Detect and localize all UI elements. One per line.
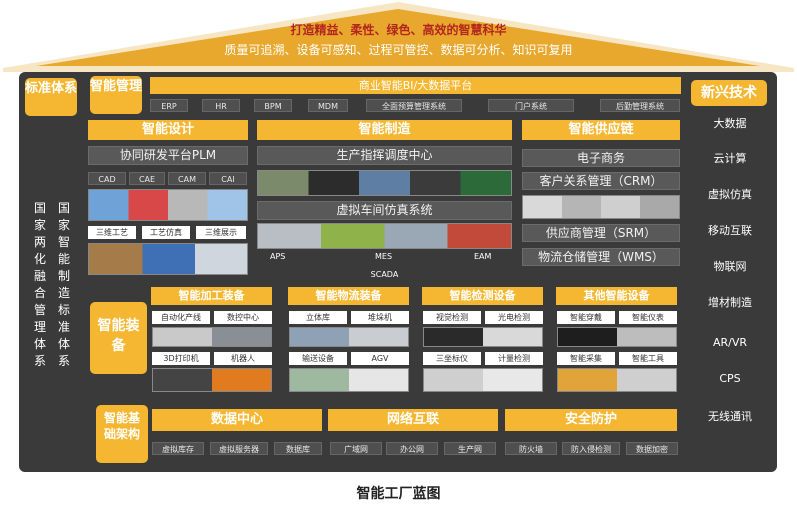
tech-mobile: 移动互联 bbox=[708, 224, 752, 237]
equip-processing-images-2 bbox=[152, 368, 272, 392]
equip-agv: AGV bbox=[351, 352, 409, 365]
equip-3d-printer: 3D打印机 bbox=[152, 352, 210, 365]
tool-cae: CAE bbox=[129, 172, 165, 185]
vision-title: 打造精益、柔性、绿色、高效的智慧科华 bbox=[290, 23, 507, 37]
manufacturing-title: 智能制造 bbox=[257, 120, 512, 140]
design-title: 智能设计 bbox=[88, 120, 248, 140]
design-process-sim: 工艺仿真 bbox=[142, 226, 190, 239]
equipment-label: 智能装备 bbox=[90, 302, 147, 374]
tech-virtual-sim: 虚拟仿真 bbox=[708, 188, 752, 201]
tech-big-data: 大数据 bbox=[713, 117, 747, 130]
infra-data-center: 数据中心 bbox=[152, 409, 322, 431]
equip-other-images-2 bbox=[557, 368, 677, 392]
infra-intrusion-detection: 防入侵检测 bbox=[562, 442, 620, 455]
command-center: 生产指挥调度中心 bbox=[257, 146, 512, 165]
standard-system-label: 标准体系 bbox=[25, 78, 77, 116]
system-erp: ERP bbox=[150, 99, 188, 112]
emerging-tech-title: 新兴技术 bbox=[691, 80, 767, 106]
supply-srm: 供应商管理（SRM） bbox=[522, 224, 680, 242]
equip-inspection-images-1 bbox=[423, 327, 543, 347]
supply-ecommerce: 电子商务 bbox=[522, 149, 680, 167]
equip-other-images-1 bbox=[557, 327, 677, 347]
infra-data-encryption: 数据加密 bbox=[626, 442, 678, 455]
infra-firewall: 防火墙 bbox=[505, 442, 557, 455]
equip-auto-line: 自动化产线 bbox=[152, 311, 210, 324]
tool-cad: CAD bbox=[88, 172, 126, 185]
plm-platform: 协同研发平台PLM bbox=[88, 146, 248, 165]
workshop-sim-images bbox=[257, 223, 512, 249]
virtual-workshop-sim: 虚拟车间仿真系统 bbox=[257, 201, 512, 220]
management-label: 智能管理 bbox=[90, 76, 142, 114]
command-center-screens bbox=[257, 170, 512, 196]
tool-cai: CAI bbox=[209, 172, 247, 185]
equip-optical-inspection: 光电检测 bbox=[485, 311, 543, 324]
infra-production-net: 生产网 bbox=[444, 442, 496, 455]
system-logistics-admin: 后勤管理系统 bbox=[600, 99, 680, 112]
system-portal: 门户系统 bbox=[488, 99, 574, 112]
infra-security: 安全防护 bbox=[505, 409, 677, 431]
supply-chain-title: 智能供应链 bbox=[522, 120, 680, 140]
blueprint-caption: 智能工厂蓝图 bbox=[356, 486, 441, 502]
equip-inspection-images-2 bbox=[423, 368, 543, 392]
scada-label: SCADA bbox=[370, 270, 399, 279]
supply-crm: 客户关系管理（CRM） bbox=[522, 172, 680, 190]
mes-label: MES bbox=[375, 252, 393, 261]
tech-cloud: 云计算 bbox=[713, 152, 747, 165]
equip-cnc-center: 数控中心 bbox=[214, 311, 272, 324]
system-hr: HR bbox=[202, 99, 240, 112]
infra-wan: 广域网 bbox=[330, 442, 382, 455]
tech-ar-vr: AR/VR bbox=[712, 336, 748, 349]
equip-conveyor: 输送设备 bbox=[289, 352, 347, 365]
equipment-group-processing: 智能加工装备 bbox=[151, 287, 272, 305]
design-images-row2 bbox=[88, 243, 248, 275]
tech-iot: 物联网 bbox=[713, 260, 747, 273]
infra-office-net: 办公网 bbox=[386, 442, 438, 455]
infra-virtual-storage: 虚拟库存 bbox=[152, 442, 204, 455]
equip-visual-inspection: 视觉检测 bbox=[423, 311, 481, 324]
infra-database: 数据库 bbox=[274, 442, 322, 455]
infrastructure-label: 智能基础架构 bbox=[96, 405, 148, 463]
system-budget: 全面预算管理系统 bbox=[366, 99, 462, 112]
intelligent-manufacturing-standard-text: 国家智能制造标准体系 bbox=[57, 201, 70, 368]
equip-cmm: 三坐标仪 bbox=[423, 352, 481, 365]
equip-wearable: 智能穿戴 bbox=[557, 311, 615, 324]
tech-wireless: 无线通讯 bbox=[708, 410, 752, 423]
eam-label: EAM bbox=[474, 252, 492, 261]
equipment-group-logistics: 智能物流装备 bbox=[288, 287, 409, 305]
equip-smart-tool: 智能工具 bbox=[619, 352, 677, 365]
tech-cps: CPS bbox=[719, 372, 741, 385]
tech-additive: 增材制造 bbox=[708, 296, 752, 309]
vision-subtitle: 质量可追溯、设备可感知、过程可管控、数据可分析、知识可复用 bbox=[224, 43, 573, 57]
system-mdm: MDM bbox=[308, 99, 348, 112]
design-images-row1 bbox=[88, 189, 248, 221]
supply-wms: 物流仓储管理（WMS） bbox=[522, 248, 680, 266]
equip-processing-images-1 bbox=[152, 327, 272, 347]
equip-logistics-images-1 bbox=[289, 327, 409, 347]
equip-robot: 机器人 bbox=[214, 352, 272, 365]
equipment-group-other: 其他智能设备 bbox=[556, 287, 677, 305]
bi-platform-bar: 商业智能BI/大数据平台 bbox=[150, 77, 681, 94]
design-3d-process: 三维工艺 bbox=[88, 226, 136, 239]
system-bpm: BPM bbox=[254, 99, 292, 112]
aps-label: APS bbox=[270, 252, 286, 261]
infra-virtual-server: 虚拟服务器 bbox=[210, 442, 268, 455]
equip-logistics-images-2 bbox=[289, 368, 409, 392]
design-3d-display: 三维展示 bbox=[196, 226, 246, 239]
infra-network: 网络互联 bbox=[328, 409, 498, 431]
equip-smart-collector: 智能采集 bbox=[557, 352, 615, 365]
equip-smart-meter: 智能仪表 bbox=[619, 311, 677, 324]
equip-stereo-warehouse: 立体库 bbox=[289, 311, 347, 324]
roof bbox=[3, 2, 794, 72]
supply-parts-images bbox=[522, 195, 680, 219]
equip-metrology: 计量检测 bbox=[485, 352, 543, 365]
two-integration-system-text: 国家两化融合管理体系 bbox=[33, 201, 46, 368]
equip-stacker: 堆垛机 bbox=[351, 311, 409, 324]
tool-cam: CAM bbox=[168, 172, 206, 185]
equipment-group-inspection: 智能检测设备 bbox=[422, 287, 543, 305]
